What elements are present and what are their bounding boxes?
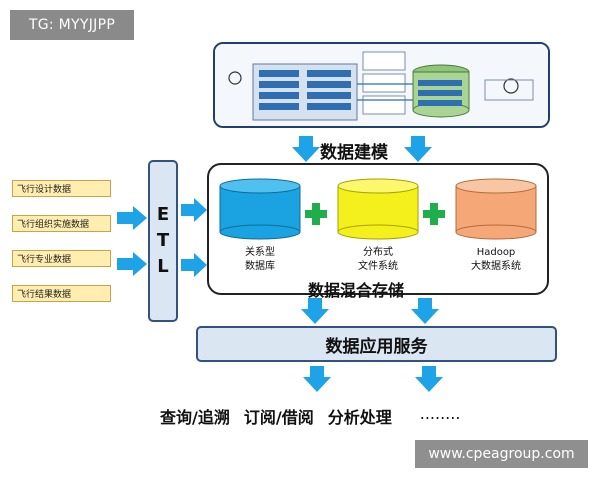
right-arrow-icon (117, 252, 147, 276)
etl-letter: E (156, 204, 170, 225)
down-arrow-icon (292, 136, 320, 162)
etl-letter: L (157, 256, 169, 277)
db-label: 关系型数据库 (245, 247, 275, 272)
distributed-fs-icon (337, 178, 419, 240)
down-arrow-icon (404, 136, 432, 162)
plus-icon (423, 203, 445, 225)
source-label: 飞行专业数据 (12, 250, 111, 267)
modeling-label: 数据建模 (320, 143, 388, 163)
storage-label: 数据混合存储 (308, 281, 405, 300)
right-arrow-icon (181, 253, 207, 277)
service-bar: 数据应用服务 (196, 326, 557, 362)
down-arrow-icon (303, 366, 331, 392)
watermark-top: TG: MYYJJPP (10, 10, 134, 40)
down-arrow-icon (301, 298, 329, 324)
right-arrow-icon (117, 206, 147, 230)
hadoop-db-icon (455, 178, 537, 240)
down-arrow-icon (415, 366, 443, 392)
db-label: 分布式文件系统 (358, 247, 398, 272)
source-label: 飞行结果数据 (12, 285, 111, 302)
down-arrow-icon (411, 298, 439, 324)
application-item: ........ (419, 404, 461, 423)
application-list: 查询/追溯 订阅/借阅 分析处理 ........ (160, 404, 460, 428)
source-label: 飞行设计数据 (12, 180, 111, 197)
data-model-thumbnail (215, 44, 548, 126)
application-item: 查询/追溯 (160, 408, 230, 427)
etl-block: E T L (148, 160, 178, 322)
application-item: 分析处理 (327, 408, 392, 427)
plus-icon (305, 203, 327, 225)
etl-letter: T (156, 230, 170, 251)
relational-db-icon (219, 178, 301, 240)
data-model-diagram (213, 42, 550, 128)
watermark-bottom: www.cpeagroup.com (415, 440, 588, 468)
application-item: 订阅/借阅 (243, 408, 314, 427)
right-arrow-icon (181, 198, 207, 222)
source-label: 飞行组织实施数据 (12, 215, 111, 232)
service-label: 数据应用服务 (325, 336, 428, 357)
